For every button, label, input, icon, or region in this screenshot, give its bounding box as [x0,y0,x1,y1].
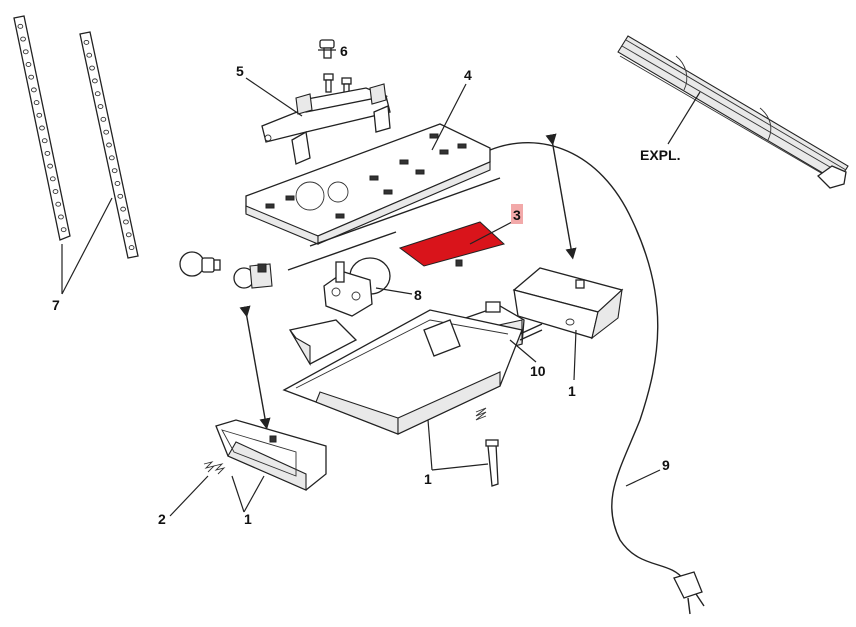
label-5: 5 [236,63,244,79]
screw[interactable] [485,439,499,487]
plate-slot [285,195,295,201]
strap-hole [44,150,51,156]
strap-hole [120,206,126,212]
label-1-cover: 1 [568,383,576,399]
plate-slot [415,169,425,175]
mounting-strap-right[interactable] [79,31,139,259]
mounting-bracket[interactable] [261,83,391,165]
strap-hole [52,189,59,194]
strap-hole [97,104,104,109]
lens-cover[interactable] [215,419,327,491]
motor-gear[interactable] [323,257,391,317]
label-4: 4 [464,67,472,83]
top-cover[interactable] [512,267,624,340]
leader-lines [61,49,701,517]
strap-hole [41,138,48,144]
strap-hole [28,74,35,80]
rail-section[interactable] [617,35,849,189]
divider-line-lower [287,231,397,271]
bolt[interactable] [319,39,335,59]
power-cable[interactable] [489,142,705,615]
assembly-arrow-left [239,305,271,430]
plate-slot [439,149,449,155]
plate-slot [369,175,379,181]
label-8: 8 [414,287,422,303]
strap-hole [125,232,132,238]
plug[interactable] [673,571,705,615]
plate-slot [383,189,393,195]
label-1-lens: 1 [244,511,252,527]
assembly-arrow-top [545,133,577,260]
strap-hole [33,100,40,106]
wedge-cover[interactable] [288,319,358,367]
spring[interactable] [475,407,487,421]
strap-hole [123,219,129,225]
strap-hole [36,112,43,118]
strap-hole [55,201,62,207]
strap-hole [117,193,124,199]
circuit-board[interactable] [398,221,506,267]
circuit-board-connector [455,259,463,267]
plate-slot [457,143,467,149]
label-2: 2 [158,511,166,527]
strap-hole [60,227,67,233]
strap-hole [22,49,29,55]
label-1-housing: 1 [424,471,432,487]
label-6: 6 [340,43,348,59]
strap-hole [86,52,93,58]
plate-slot [335,213,345,219]
label-10: 10 [530,363,546,379]
strap-hole [49,176,56,182]
strap-hole [20,36,26,42]
light-bulb[interactable] [179,251,221,277]
strap-hole [114,181,121,186]
lens-screws[interactable] [203,461,226,475]
strap-hole [17,23,24,29]
strap-hole [39,125,45,131]
strap-hole [103,129,110,135]
strap-hole [100,116,107,122]
lamp-socket[interactable] [233,263,273,289]
label-expl: EXPL. [640,147,680,163]
label-3: 3 [513,207,521,223]
divider-line-upper [309,177,501,247]
strap-hole [106,142,112,148]
strap-hole [47,163,53,169]
strap-hole [58,214,64,220]
strap-hole [89,65,95,71]
plate-slot [429,133,439,139]
label-7: 7 [52,297,60,313]
strap-hole [94,91,101,97]
label-3-highlight [511,204,523,224]
strap-hole [83,39,90,45]
plate-slot [399,159,409,165]
strap-hole [31,87,37,93]
plate-slot [265,203,275,209]
main-housing[interactable] [282,309,523,435]
strap-hole [128,245,135,251]
base-plate[interactable] [245,123,491,245]
strap-hole [108,155,115,161]
strap-hole [111,168,118,174]
mounting-strap-left[interactable] [13,15,71,241]
label-9: 9 [662,457,670,473]
strap-hole [92,78,98,84]
strap-hole [25,62,32,67]
